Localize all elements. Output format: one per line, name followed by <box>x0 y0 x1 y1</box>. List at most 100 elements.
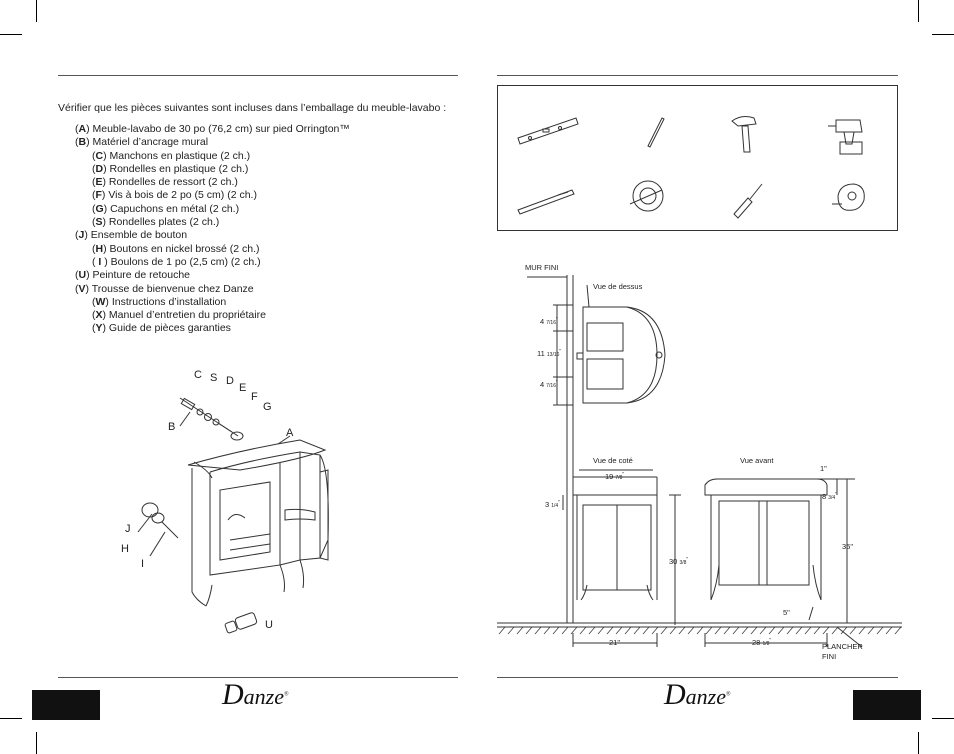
parts-list: (A) Meuble-lavabo de 30 po (76,2 cm) sur… <box>75 123 350 336</box>
part-text: Matériel d’ancrage mural <box>89 136 209 149</box>
crop-mark <box>918 732 919 754</box>
part-text: Manuel d’entretien du propriétaire <box>106 309 266 322</box>
tools-box <box>497 85 898 231</box>
label-B: B <box>168 421 175 433</box>
dim-4-7-16-bottom: 4 7/16" <box>540 380 558 389</box>
dim-28-1-8: 28 1/8" <box>752 638 771 647</box>
part-paren: ( <box>75 282 79 295</box>
floor-hatch-line <box>525 626 533 635</box>
logo-mark: ® <box>726 691 731 698</box>
logo-rest: anze <box>243 684 284 709</box>
part-item-j: (J) Ensemble de bouton <box>75 229 350 242</box>
floor-hatch-line <box>615 626 623 635</box>
drill-bit-icon <box>517 189 575 215</box>
footer-rule-left <box>58 677 458 678</box>
floor-hatch-line <box>561 626 569 635</box>
part-item-v: (V) Trousse de bienvenue chez Danze <box>75 283 350 296</box>
danze-logo-right: Danze® <box>664 678 731 712</box>
floor-hatch-line <box>750 626 758 635</box>
part-paren: ( <box>75 136 79 149</box>
level-icon <box>517 117 579 145</box>
part-paren: ) <box>105 295 109 308</box>
label-S: S <box>210 372 217 384</box>
dim-3-1-4: 3 1/4" <box>545 500 560 509</box>
floor-hatch-line <box>768 626 776 635</box>
part-item-h: (H) Boutons en nickel brossé (2 ch.) <box>75 243 350 256</box>
part-paren: ) <box>86 136 90 149</box>
part-paren: ) <box>103 242 107 255</box>
part-text: Meuble-lavabo de 30 po (76,2 cm) sur pie… <box>89 123 350 135</box>
part-paren: ) <box>86 269 90 282</box>
hole-saw-icon <box>629 180 664 212</box>
floor-hatch-line <box>795 626 803 635</box>
part-paren: ( <box>92 162 96 175</box>
part-paren: ) <box>86 123 90 135</box>
hammer-icon <box>731 116 757 153</box>
floor-hatch-line <box>714 626 722 635</box>
floor-hatch-line <box>849 626 857 635</box>
part-key: Y <box>95 322 103 335</box>
part-paren: ) <box>102 176 107 189</box>
floor-hatch-line <box>732 626 740 635</box>
crop-mark <box>36 732 37 754</box>
plancher-label: PLANCHER <box>822 642 863 651</box>
part-paren: ( <box>75 269 79 282</box>
part-paren: ) <box>102 216 107 229</box>
part-key: D <box>95 162 104 175</box>
part-key: H <box>95 242 104 255</box>
tape-measure-icon <box>832 183 865 211</box>
label-I: I <box>141 558 144 570</box>
part-paren: ( <box>92 216 96 229</box>
floor-hatch-line <box>858 626 866 635</box>
part-paren: ( <box>92 322 96 335</box>
part-text: Peinture de retouche <box>89 269 191 282</box>
dim-1: 1" <box>820 464 827 473</box>
part-paren: ( <box>92 202 96 215</box>
part-paren: ( <box>92 295 96 308</box>
footer-rule-right <box>497 677 898 678</box>
floor-hatch-line <box>759 626 767 635</box>
dim-5: 5" <box>783 608 790 617</box>
crop-mark <box>932 34 954 35</box>
part-paren: ) <box>101 255 108 268</box>
part-key: E <box>95 176 103 189</box>
floor-hatch-line <box>678 626 686 635</box>
label-F: F <box>251 391 258 403</box>
top-view-label: Vue de dessus <box>593 282 643 291</box>
label-C: C <box>194 369 202 381</box>
part-item-d: (D) Rondelles en plastique (2 ch.) <box>75 163 350 176</box>
part-text: Guide de pièces garanties <box>106 322 231 335</box>
part-paren: ) <box>103 162 107 175</box>
part-item-y: (Y) Guide de pièces garanties <box>75 322 350 335</box>
part-paren: ( <box>92 149 96 162</box>
part-paren: ( <box>92 255 99 268</box>
part-paren: ) <box>84 229 88 242</box>
tools-illustrations <box>517 116 865 219</box>
part-paren: ) <box>102 309 107 322</box>
dim-8-3-4: 8 3/4" <box>822 492 837 501</box>
floor-hatch-line <box>570 626 578 635</box>
header-rule-right <box>497 75 898 76</box>
dim-30-3-8: 30 3/8" <box>669 557 688 566</box>
floor-hatch-line <box>696 626 704 635</box>
floor-hatch-line <box>543 626 551 635</box>
floor-hatch-line <box>552 626 560 635</box>
floor-hatch-line <box>516 626 524 635</box>
crop-mark <box>36 0 37 22</box>
crop-mark <box>932 718 954 719</box>
floor-hatch-line <box>597 626 605 635</box>
parts-intro: Vérifier que les pièces suivantes sont i… <box>58 102 447 114</box>
part-paren: ( <box>92 309 96 322</box>
part-key: S <box>95 216 103 229</box>
part-key: F <box>95 189 102 202</box>
floor-hatch-line <box>660 626 668 635</box>
dim-4-7-16-top: 4 7/16" <box>540 317 558 326</box>
part-paren: ) <box>102 322 107 335</box>
part-text: Rondelles plates (2 ch.) <box>106 216 220 229</box>
logo-initial: D <box>222 678 244 711</box>
part-text: Trousse de bienvenue chez Danze <box>89 282 254 295</box>
part-paren: ) <box>103 149 107 162</box>
header-rule-left <box>58 75 458 76</box>
part-item-x: (X) Manuel d’entretien du propriétaire <box>75 309 350 322</box>
label-J: J <box>125 523 131 535</box>
